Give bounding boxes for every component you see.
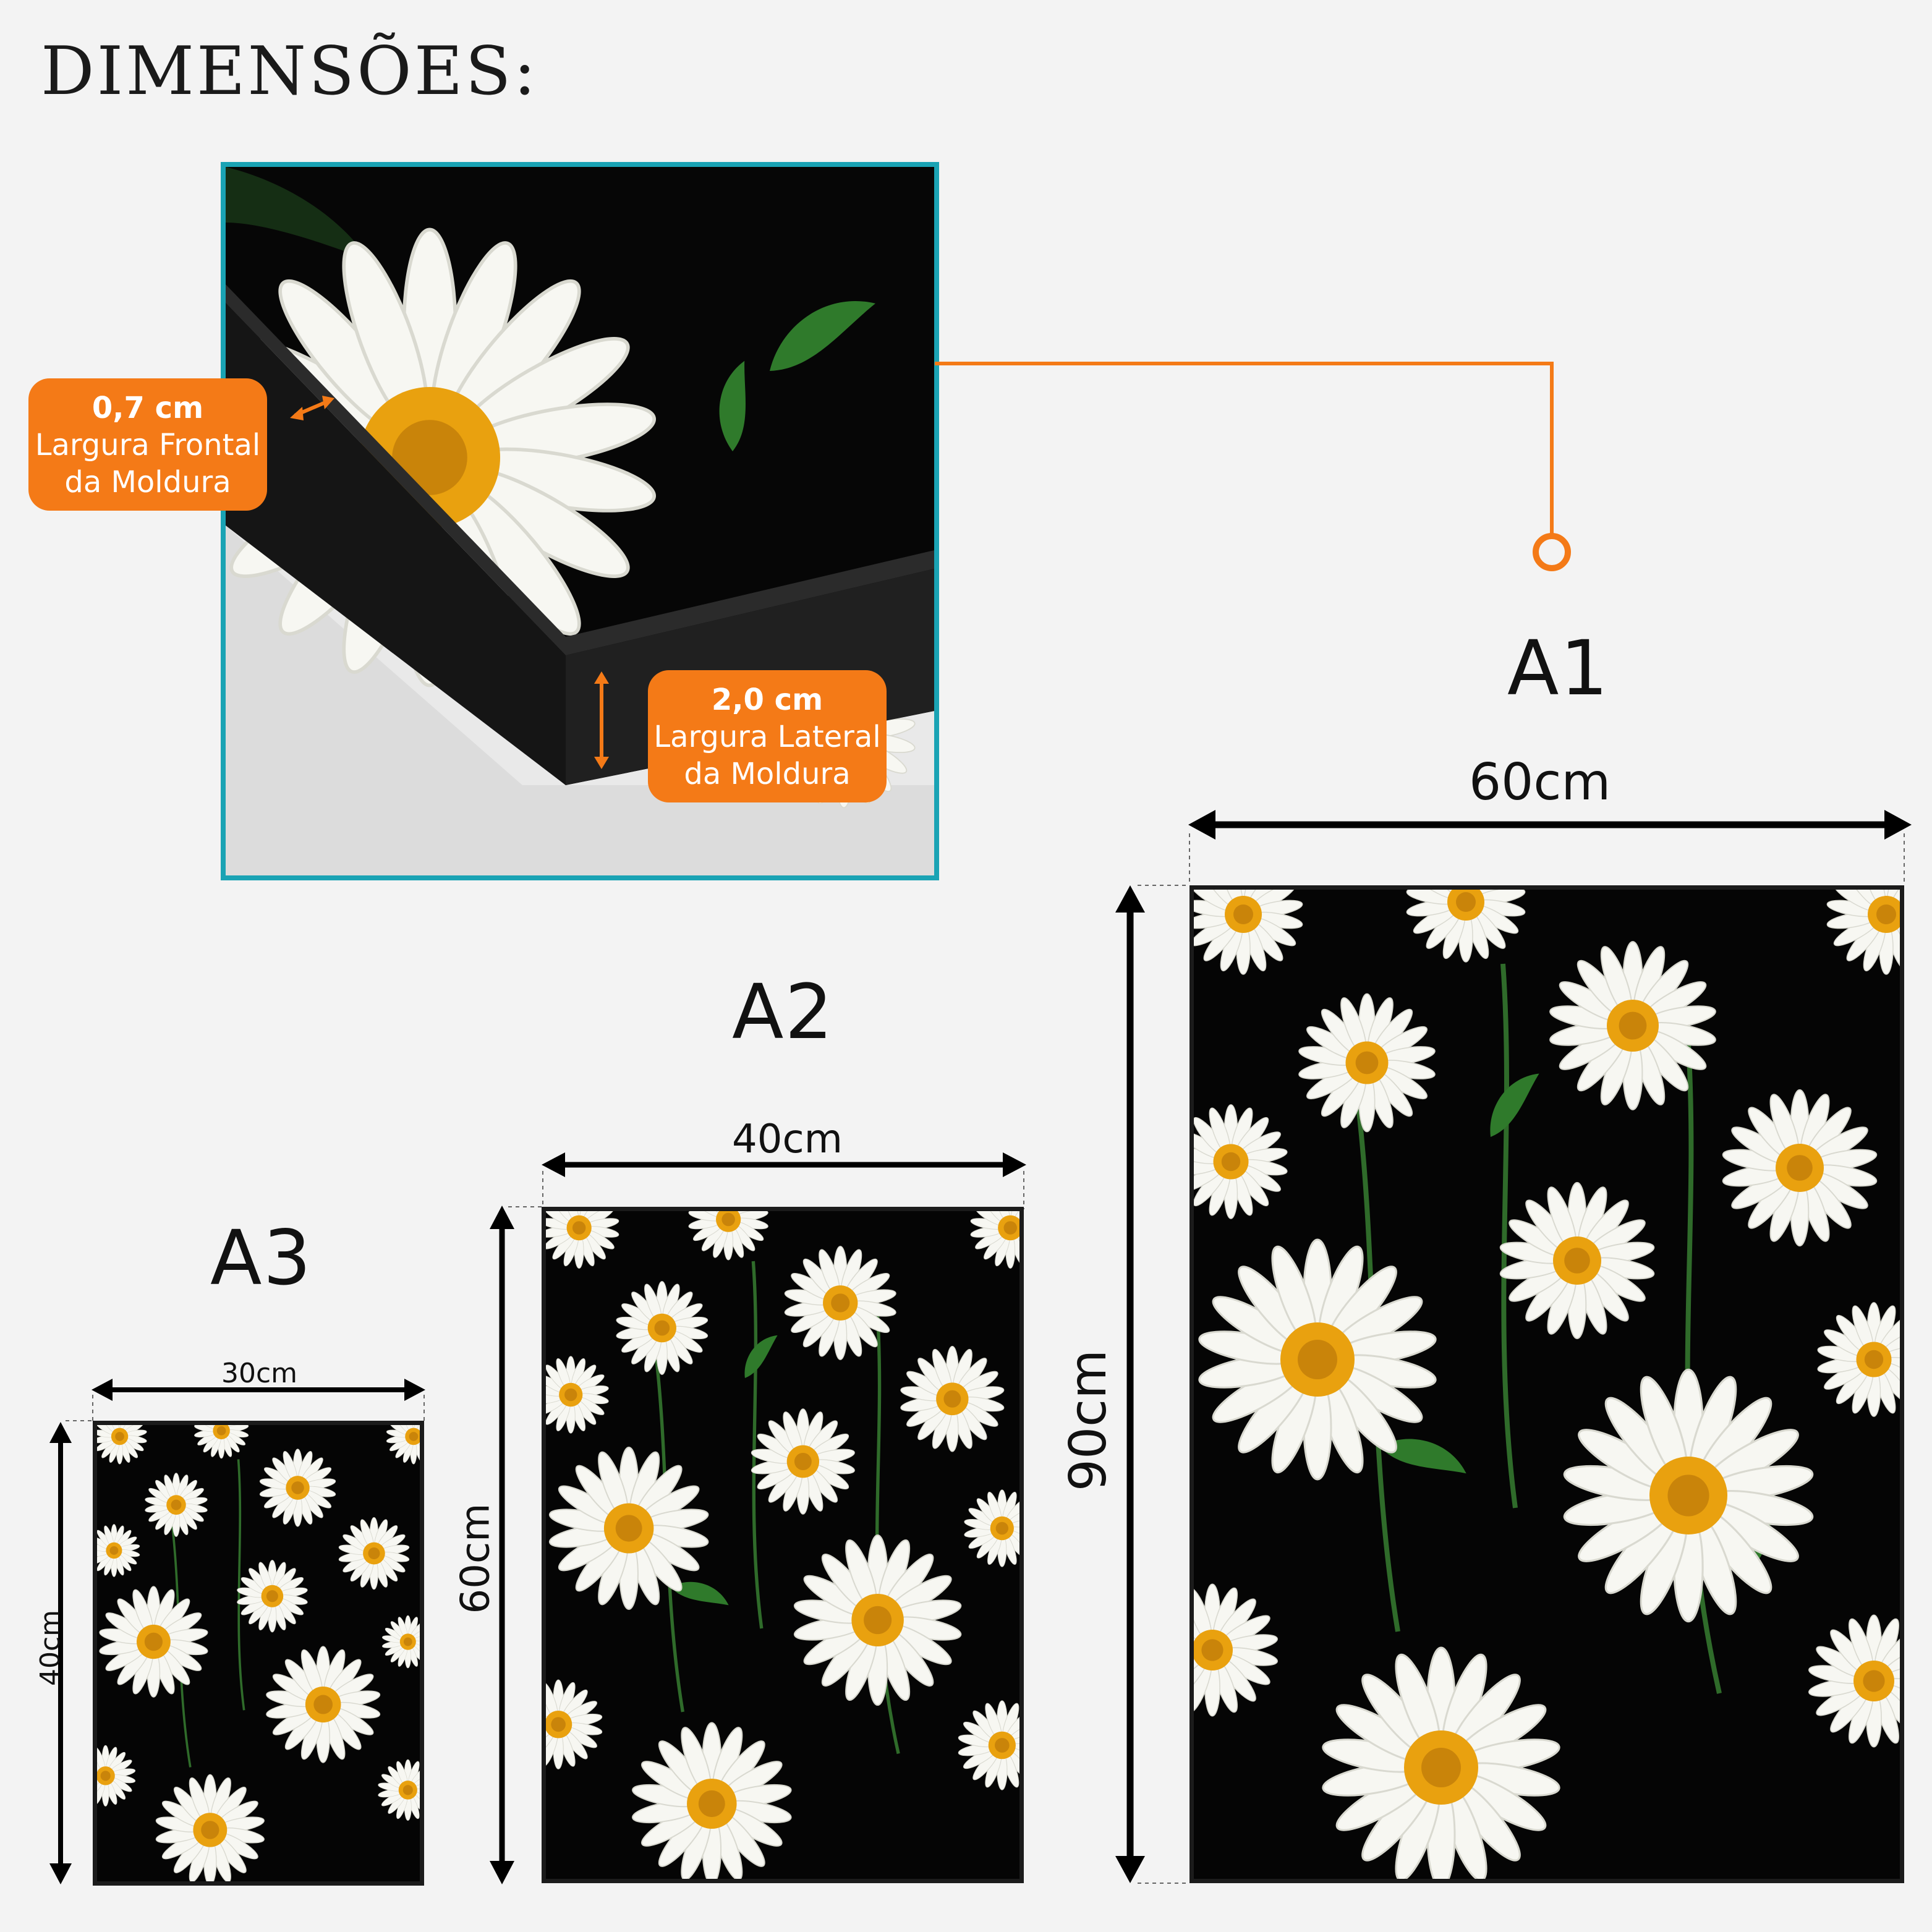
- side-width-badge: 2,0 cm Largura Lateral da Moldura: [648, 670, 887, 802]
- a2-height-label: 60cm: [453, 1503, 499, 1614]
- a3-height-arrow: [49, 1422, 72, 1884]
- a3-width-arrow: [91, 1379, 425, 1401]
- a2-height-arrow: [490, 1206, 514, 1884]
- a1-height-arrow: [1115, 885, 1145, 1883]
- a1-size-label: A1: [1507, 624, 1610, 712]
- front-width-label-line1: Largura Frontal: [35, 428, 261, 462]
- front-width-badge: 0,7 cm Largura Frontal da Moldura: [28, 378, 267, 511]
- side-width-label-line1: Largura Lateral: [653, 720, 881, 754]
- a1-height-label: 90cm: [1059, 1349, 1118, 1492]
- a1-poster-image: [1189, 885, 1904, 1883]
- a1-width-label: 60cm: [1469, 753, 1611, 812]
- a3-poster-image: [93, 1421, 424, 1886]
- front-width-label-line2: da Moldura: [64, 465, 231, 500]
- a3-size-label: A3: [210, 1214, 313, 1302]
- front-width-value: 0,7 cm: [91, 391, 204, 425]
- page-title: DIMENSÕES:: [41, 33, 538, 110]
- side-width-label-line2: da Moldura: [684, 757, 851, 791]
- side-width-value: 2,0 cm: [711, 683, 823, 717]
- a1-width-arrow: [1188, 810, 1912, 840]
- callout-connector-dot: [1533, 533, 1571, 571]
- a2-size-label: A2: [732, 968, 835, 1056]
- a2-poster-image: [542, 1207, 1024, 1883]
- a2-width-label: 40cm: [732, 1117, 843, 1162]
- a3-height-label: 40cm: [35, 1609, 67, 1687]
- callout-connector-line: [935, 362, 1554, 538]
- a2-width-arrow: [542, 1152, 1026, 1177]
- a3-width-label: 30cm: [221, 1358, 298, 1389]
